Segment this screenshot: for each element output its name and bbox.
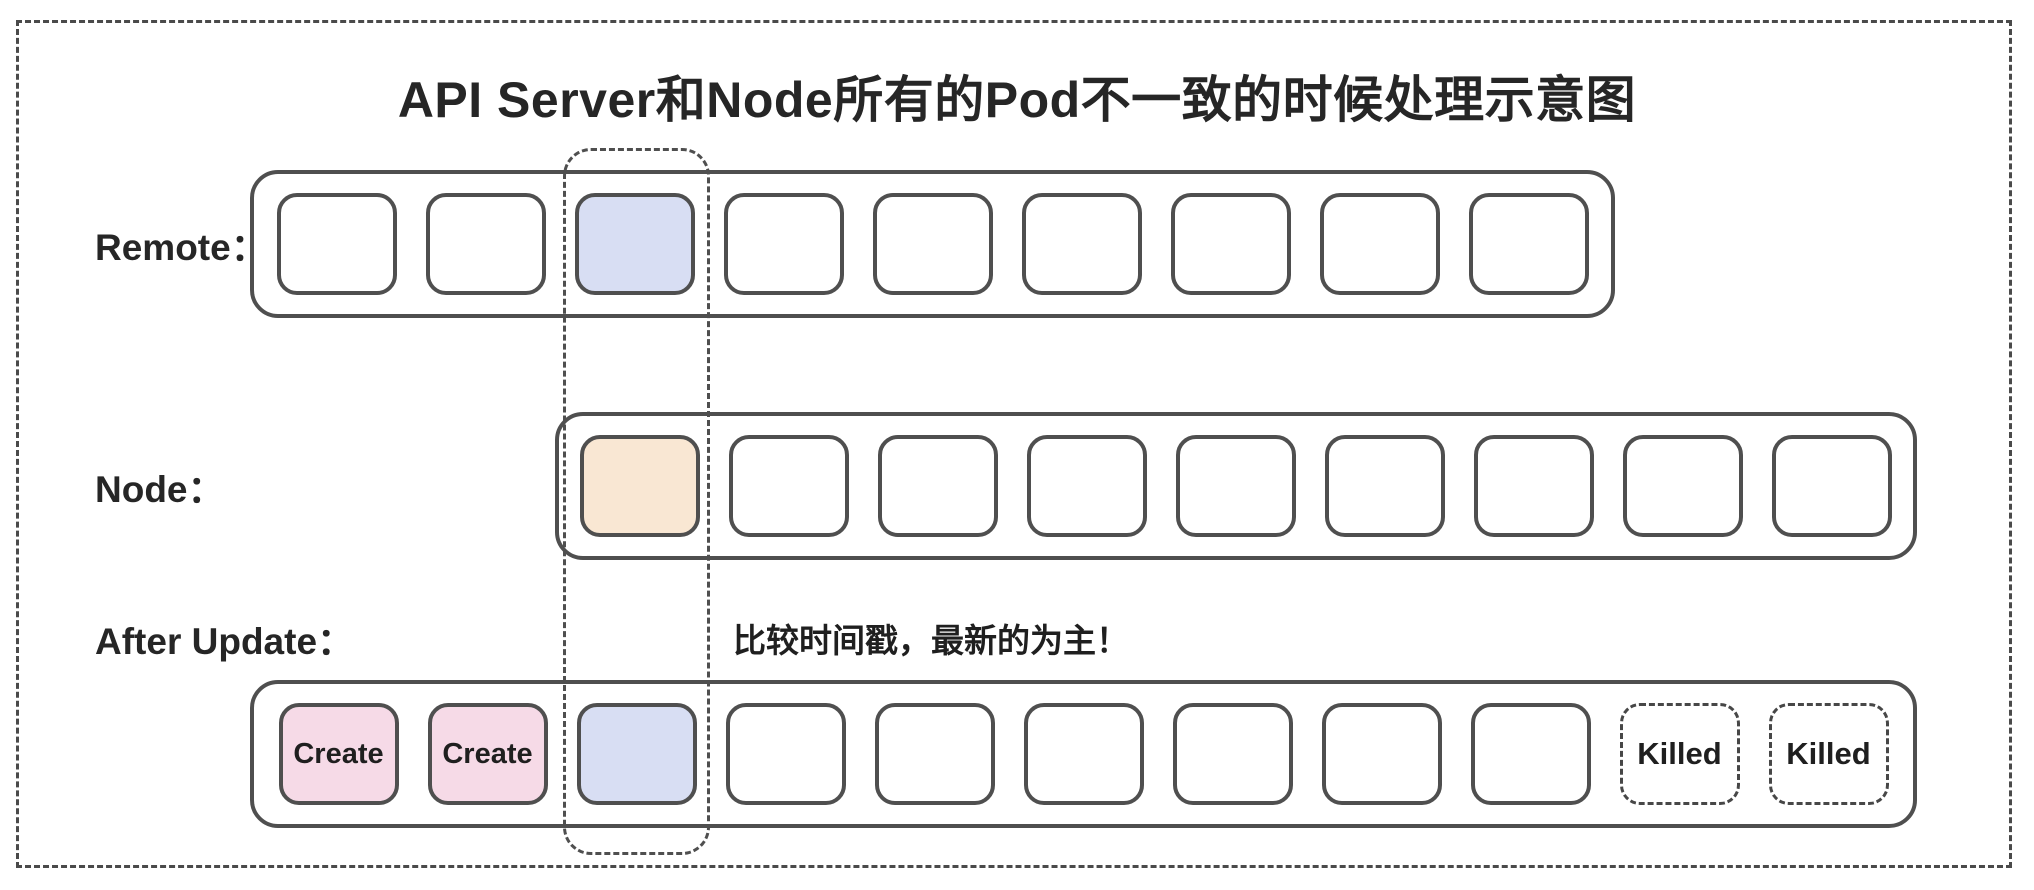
node-pod-4 [1027,435,1147,537]
remote-pod-9 [1468,193,1589,295]
after-update-pod-6 [1023,703,1144,805]
node-row-label: Node： [95,469,225,510]
after-update-pod-9 [1470,703,1591,805]
node-pod-9 [1772,435,1892,537]
diagram-title: API Server和Node所有的Pod不一致的时候处理示意图 [397,72,1637,128]
remote-pod-5 [872,193,993,295]
after-update-pod-4 [725,703,846,805]
remote-pod-7 [1170,193,1291,295]
after-update-pod-5 [874,703,995,805]
remote-row-label: Remote： [95,227,268,268]
after-update-pod-3-highlight-blue [576,703,697,805]
remote-pod-8 [1319,193,1440,295]
node-pod-8 [1623,435,1743,537]
node-pod-1-highlight-orange [580,435,700,537]
node-pod-container [555,412,1917,560]
remote-pod-3-highlight-blue [574,193,695,295]
remote-pod-4 [723,193,844,295]
timestamp-comparison-annotation: 比较时间戳，最新的为主！ [733,622,1129,659]
node-pod-5 [1176,435,1296,537]
after-update-pod-container: Create Create Killed Killed [250,680,1917,828]
remote-pod-6 [1021,193,1142,295]
after-update-pod-2-create: Create [427,703,548,805]
after-update-pod-7 [1172,703,1293,805]
after-update-pod-10-killed: Killed [1619,703,1740,805]
node-pod-7 [1474,435,1594,537]
node-pod-6 [1325,435,1445,537]
remote-pod-1 [276,193,397,295]
after-update-pod-11-killed: Killed [1768,703,1889,805]
outer-dashed-border [16,20,2012,868]
after-update-pod-1-create: Create [278,703,399,805]
node-pod-2 [729,435,849,537]
after-update-pod-8 [1321,703,1442,805]
after-update-row-label: After Update： [95,621,355,662]
node-pod-3 [878,435,998,537]
remote-pod-container [250,170,1615,318]
remote-pod-2 [425,193,546,295]
